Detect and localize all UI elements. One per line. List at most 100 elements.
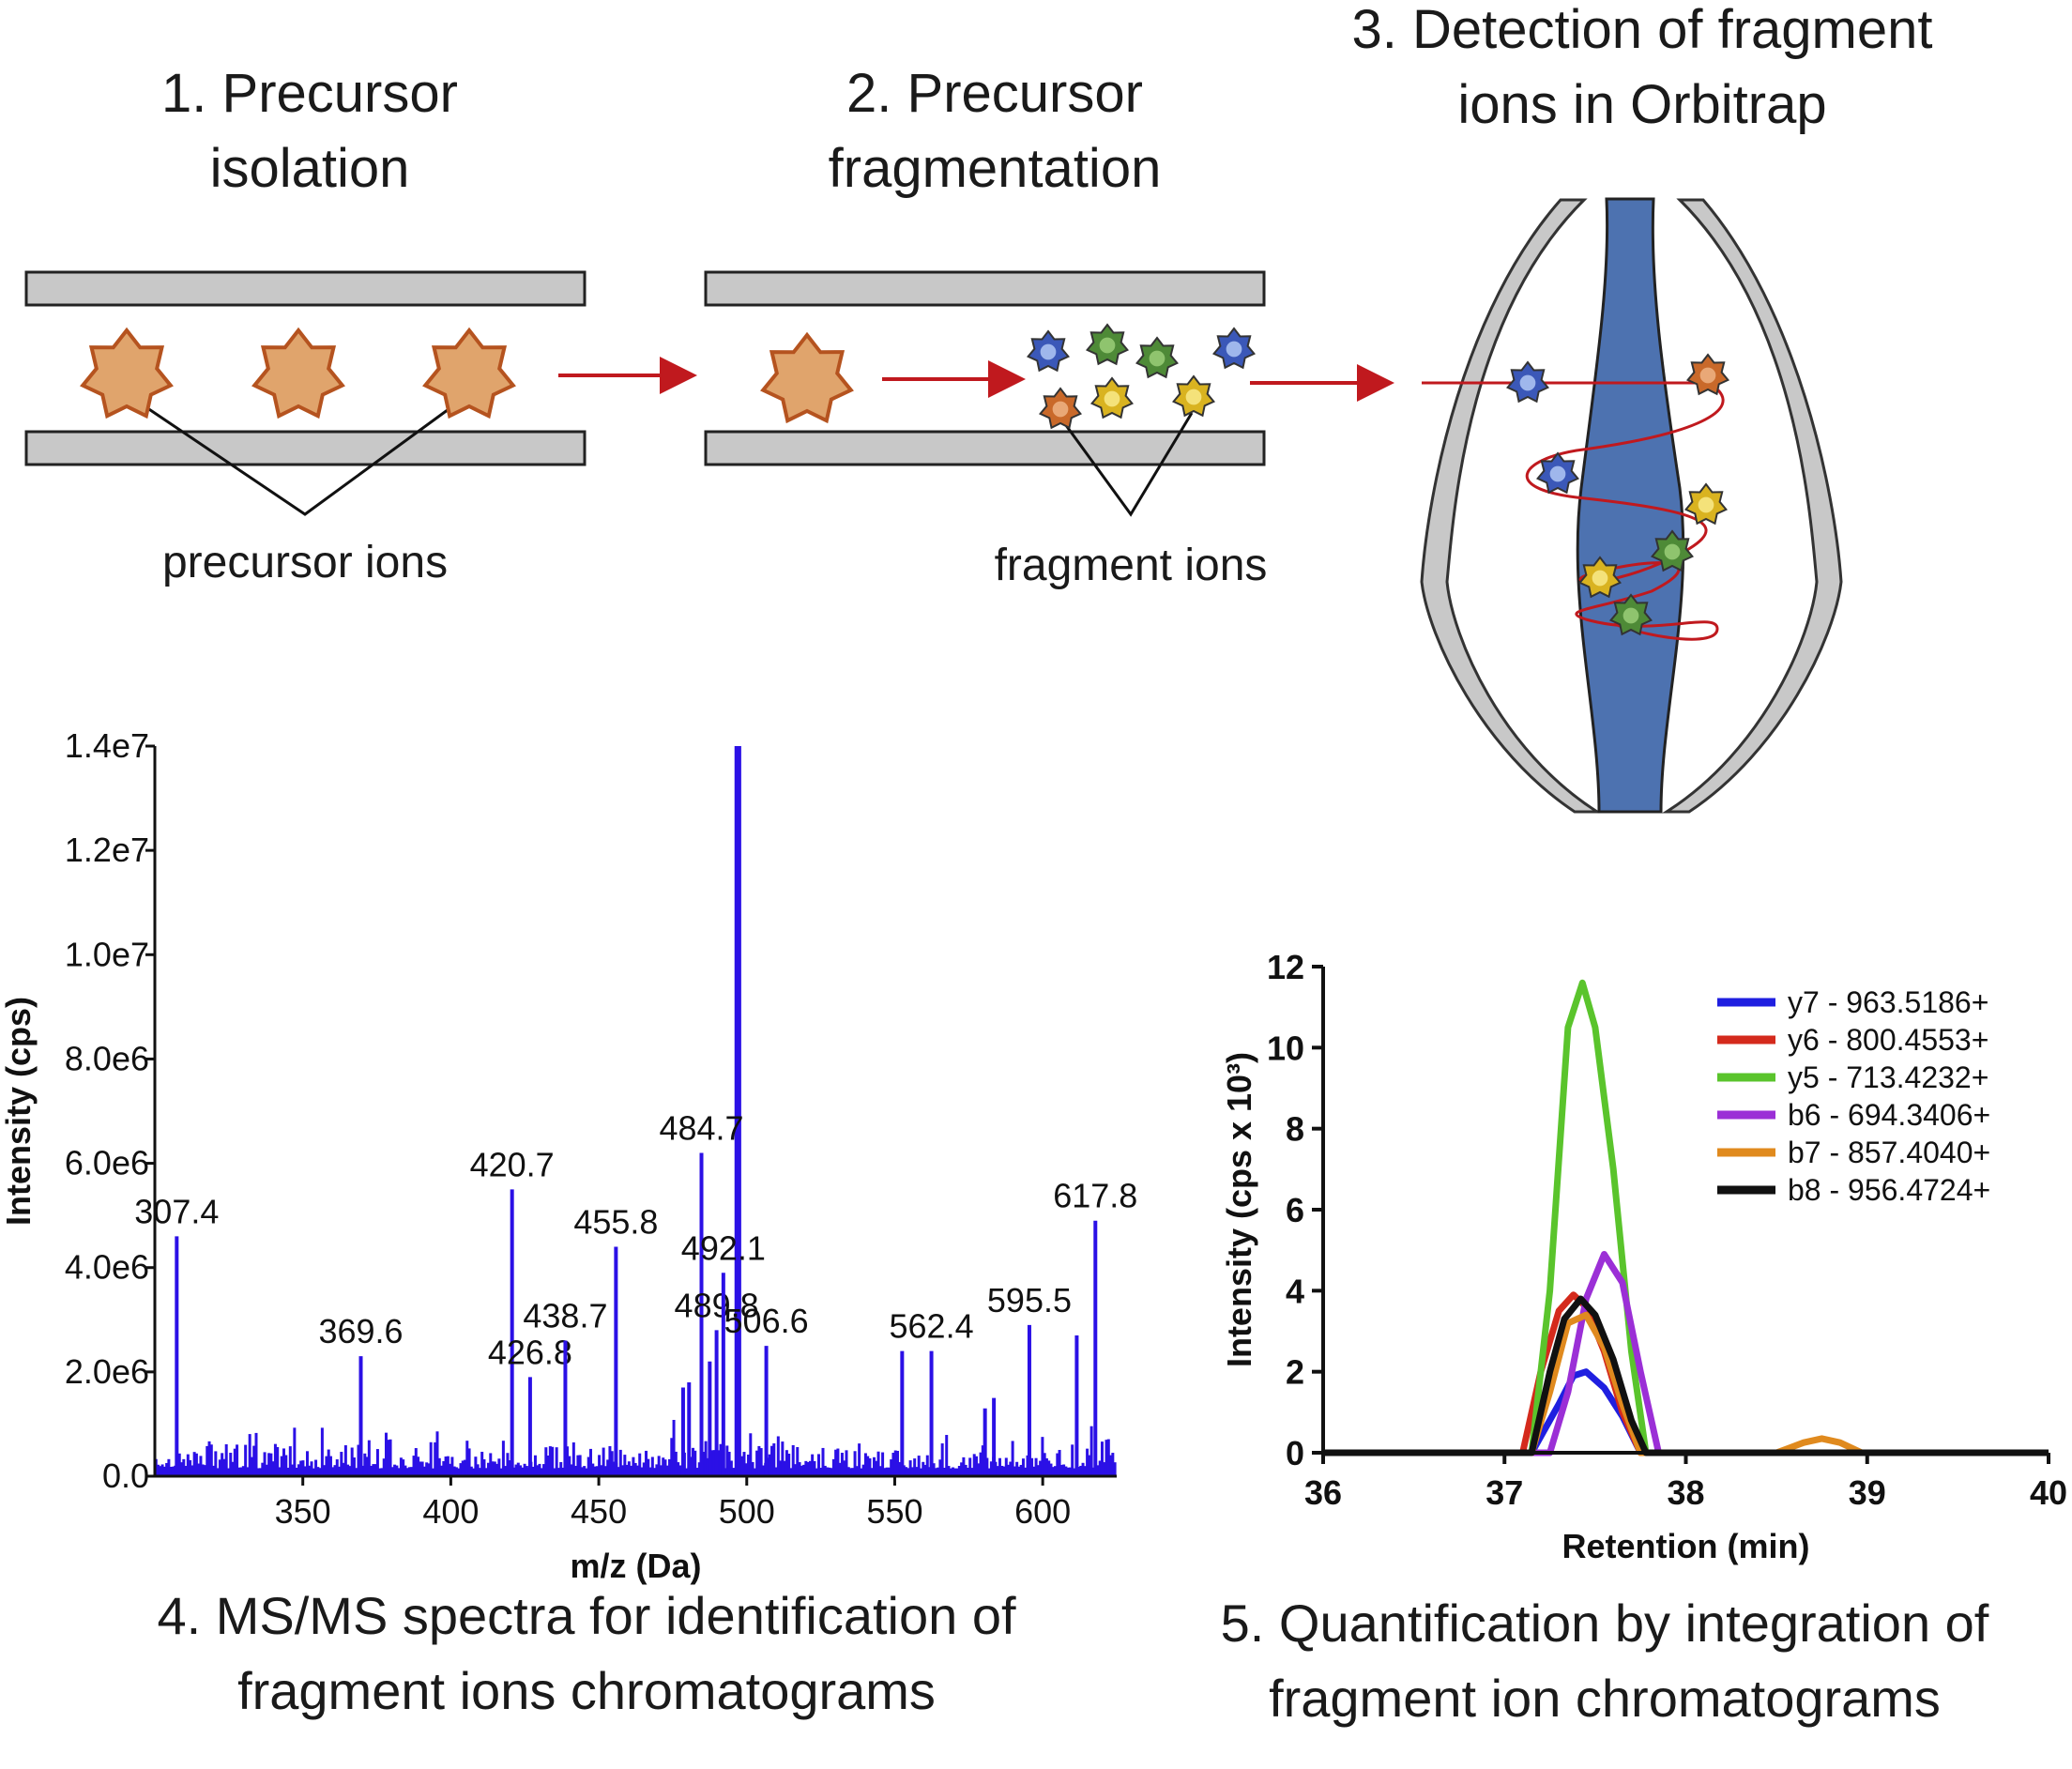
chromatogram-series-line	[1323, 1251, 2049, 1456]
spectrum-y-tick-label: 2.0e6	[65, 1352, 149, 1391]
green-fragment-ion-core	[1664, 543, 1681, 560]
chromatogram-y-axis-title: Intensity (cps x 10³)	[1220, 1052, 1258, 1367]
spectrum-x-tick-label: 400	[422, 1492, 479, 1531]
step2-title-line1: 2. Precursor	[846, 63, 1143, 124]
precursor-ion	[80, 327, 174, 419]
chromatogram-x-axis-title: Retention (min)	[1562, 1527, 1810, 1565]
orbitrap-outer-electrode-left	[1420, 198, 1603, 814]
spectrum-peak-label: 595.5	[987, 1281, 1072, 1319]
step3-title: 3. Detection of fragment ions in Orbitra…	[1276, 0, 2008, 143]
collision-cell-bottom-plate	[704, 430, 1266, 466]
spectrum-y-tick-label: 1.4e7	[65, 726, 149, 765]
blue-fragment-ion-core	[1040, 343, 1057, 360]
orbitrap-ions	[1505, 353, 1730, 636]
step1-title: 1. Precursor isolation	[56, 56, 563, 206]
chromatogram-x-tick-label: 40	[2030, 1473, 2067, 1512]
yellow-fragment-ion-core	[1592, 570, 1608, 587]
step3-title-line1: 3. Detection of fragment	[1351, 0, 1933, 60]
blue-fragment-ion-core	[1519, 374, 1536, 391]
chromatogram-series-line	[1323, 1295, 2049, 1456]
chromatogram-x-tick-label: 37	[1485, 1473, 1523, 1512]
chromatogram-x-tick-label: 36	[1304, 1473, 1342, 1512]
spectrum-peak-label: 307.4	[134, 1192, 219, 1230]
precursor-ion	[422, 327, 516, 419]
legend-entry: b8 - 956.4724+	[1788, 1173, 1990, 1207]
legend-entry: b7 - 857.4040+	[1788, 1136, 1990, 1169]
spectrum-y-tick-label: 1.2e7	[65, 831, 149, 869]
spectrum-y-tick-label: 6.0e6	[65, 1144, 149, 1182]
spectrum-peak-label: 489.8	[675, 1286, 759, 1324]
yellow-fragment-ion-core	[1185, 389, 1202, 405]
ion-trap-top-plate	[24, 270, 587, 307]
spectrum-y-tick-label: 8.0e6	[65, 1039, 149, 1077]
spectrum-peak-label: 506.6	[724, 1302, 809, 1340]
yellow-fragment-ion-core	[1104, 390, 1120, 407]
step2-title: 2. Precursor fragmentation	[723, 56, 1267, 206]
spectrum-peak-label: 420.7	[470, 1145, 555, 1183]
spectrum-x-axis-title: m/z (Da)	[570, 1547, 701, 1585]
chromatogram-y-tick-label: 4	[1286, 1272, 1304, 1310]
legend-entry: y6 - 800.4553+	[1788, 1023, 1988, 1057]
spectrum-x-tick-label: 600	[1014, 1492, 1071, 1531]
orange-fragment-ion-core	[1052, 401, 1069, 418]
step1-title-line2: isolation	[209, 138, 410, 199]
step1-title-line1: 1. Precursor	[161, 63, 458, 124]
legend-entry: y5 - 713.4232+	[1788, 1060, 1988, 1094]
chromatogram-y-tick-label: 10	[1267, 1029, 1304, 1067]
step5-title-line1: 5. Quantification by integration of	[1220, 1594, 1989, 1653]
spectrum-x-tick-label: 500	[719, 1492, 775, 1531]
collision-cell-top-plate	[704, 270, 1266, 307]
spectrum-peak-label: 617.8	[1053, 1177, 1137, 1215]
spectrum-peak-label: 484.7	[659, 1108, 743, 1147]
spectrum-y-tick-label: 1.0e7	[65, 935, 149, 973]
legend-entry: y7 - 963.5186+	[1788, 985, 1988, 1019]
step5-title: 5. Quantification by integration of frag…	[1154, 1586, 2055, 1736]
ion-orbit-trajectory	[1526, 381, 1725, 641]
blue-fragment-ion-core	[1549, 465, 1566, 482]
precursor-pointer-lines	[126, 392, 470, 516]
chromatogram-x-tick-label: 39	[1849, 1473, 1886, 1512]
green-fragment-ion-core	[1149, 350, 1166, 367]
chromatogram-y-tick-label: 12	[1267, 948, 1304, 986]
ion-stars	[80, 323, 1257, 430]
step3-title-line2: ions in Orbitrap	[1457, 74, 1827, 135]
spectrum-x-tick-label: 550	[866, 1492, 922, 1531]
fragment-pointer-lines	[1059, 412, 1194, 517]
chromatogram-y-tick-label: 8	[1286, 1110, 1304, 1149]
spectrum-x-tick-label: 450	[571, 1492, 627, 1531]
precursor-ions-label: precursor ions	[161, 538, 449, 587]
step4-title-line2: fragment ions chromatograms	[237, 1661, 936, 1720]
step2-title-line2: fragmentation	[828, 138, 1162, 199]
orbitrap-outer-electrode-right	[1661, 198, 1843, 814]
spectrum-peak-label: 492.1	[681, 1228, 766, 1267]
spectrum-peak-label: 438.7	[523, 1297, 607, 1335]
chromatogram-y-tick-label: 6	[1286, 1191, 1304, 1229]
step4-title-line1: 4. MS/MS spectra for identification of	[157, 1586, 1016, 1645]
chromatogram-series-line	[1323, 1291, 2049, 1456]
yellow-fragment-ion-core	[1698, 496, 1714, 513]
blue-fragment-ion-core	[1226, 341, 1242, 358]
chromatogram-series-line	[1323, 1368, 2049, 1456]
chromatogram-x-tick-label: 38	[1667, 1473, 1704, 1512]
chromatogram-series-line	[1323, 979, 2049, 1456]
chromatogram-y-tick-label: 0	[1286, 1434, 1304, 1472]
green-fragment-ion-core	[1099, 337, 1116, 354]
step5-title-line2: fragment ion chromatograms	[1269, 1669, 1941, 1728]
spectrum-peak-label: 562.4	[890, 1307, 974, 1346]
fragment-ions-label: fragment ions	[994, 541, 1268, 590]
spectrum-peak-label: 369.6	[318, 1312, 403, 1350]
green-fragment-ion-core	[1623, 607, 1639, 624]
precursor-ion	[251, 327, 345, 419]
orange-fragment-ion-core	[1699, 367, 1716, 384]
spectrum-y-tick-label: 4.0e6	[65, 1248, 149, 1287]
spectrum-y-axis-title: Intensity (cps)	[0, 997, 38, 1226]
chromatogram-series-line	[1323, 1311, 2049, 1456]
spectrum-peak-label: 426.8	[488, 1333, 572, 1371]
legend-entry: b6 - 694.3406+	[1788, 1098, 1990, 1132]
precursor-ion	[760, 331, 854, 424]
spectrum-peak-label: 455.8	[573, 1202, 658, 1241]
spectrum-y-tick-label: 0.0	[102, 1456, 149, 1495]
